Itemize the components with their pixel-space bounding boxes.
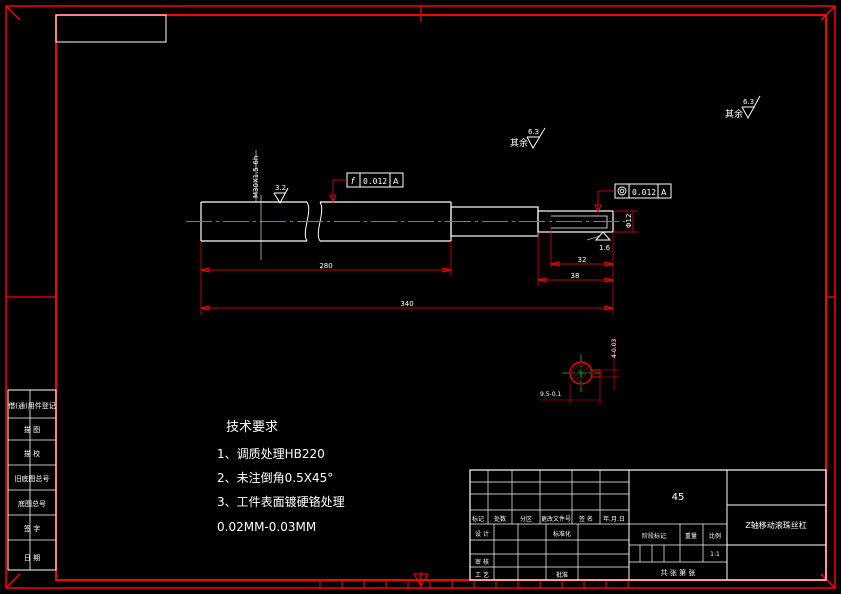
sidebar-item: 日 期 [24,554,40,562]
svg-text:比例: 比例 [709,532,721,540]
svg-text:标记: 标记 [472,515,484,523]
svg-text:6.3: 6.3 [528,128,539,136]
svg-text:6.3: 6.3 [743,98,754,106]
svg-text:1.6: 1.6 [599,244,611,252]
svg-text:A: A [393,177,399,186]
svg-text:分区: 分区 [520,515,532,523]
drawing-code-box [55,14,167,43]
svg-text:标准化: 标准化 [553,530,571,538]
svg-text:共 张 第 张: 共 张 第 张 [661,568,696,577]
svg-text:3.2: 3.2 [275,184,286,192]
sidebar-item: 签 字 [24,524,40,533]
svg-text:9.5-0.1: 9.5-0.1 [540,391,561,398]
svg-text:工 艺: 工 艺 [475,571,489,579]
svg-text:审 核: 审 核 [475,558,489,566]
dim-280: 280 [200,241,452,276]
section-view: 4-0.03 9.5-0.1 [540,338,620,405]
center-marks [6,6,835,588]
tech-req-item: 1、调质处理HB220 [217,447,325,461]
tech-req-item: 0.02MM-0.03MM [217,520,316,534]
title-block: 标记 处数 分区 更改文件号 签 名 年.月.日 设 计 标准化 审 核 工 艺… [469,469,827,581]
sidebar-item: 旧底图总号 [15,474,50,483]
material-value: 45 [672,492,685,503]
shaft-main-view [186,195,625,260]
svg-text:0.012: 0.012 [363,177,387,186]
flatness-tolerance-frame: f 0.012 A [329,172,404,204]
dim-38: 38 [537,232,614,286]
svg-text:更改文件号: 更改文件号 [541,515,571,523]
svg-text:4-0.03: 4-0.03 [611,338,618,358]
sidebar-item: 借(通)用件登记 [8,401,55,410]
svg-text:32: 32 [578,256,587,264]
svg-text:38: 38 [571,272,580,280]
svg-text:Φ12: Φ12 [625,214,633,228]
sidebar-item: 描 图 [24,425,40,434]
roughness-end: 1.6 [586,231,612,252]
svg-text:重量: 重量 [685,532,697,540]
svg-text:批准: 批准 [556,571,568,579]
svg-text:340: 340 [400,300,413,308]
dim-phi12: Φ12 [613,210,638,233]
tech-req-item: 2、未注倒角0.5X45° [217,470,333,485]
svg-text:f: f [351,177,356,187]
tech-req-title: 技术要求 [226,420,278,435]
dim-340: 340 [200,232,614,314]
outer-border [5,5,836,589]
svg-text:签 名: 签 名 [579,515,593,523]
svg-text:阶段标记: 阶段标记 [642,532,666,540]
corner-marks [5,5,836,589]
svg-text:0.012: 0.012 [632,188,656,197]
svg-text:处数: 处数 [494,515,506,523]
technical-requirements: 技术要求 1、调质处理HB220 2、未注倒角0.5X45° 3、工件表面镀硬铬… [217,420,345,534]
svg-text:年.月.日: 年.月.日 [603,515,625,523]
inner-border [55,14,827,581]
rest-roughness-mark-2: 其余 6.3 [725,95,761,120]
part-name: Z轴移动滚珠丝杠 [745,520,806,530]
svg-text:1:1: 1:1 [710,551,720,558]
roughness-shaft: 3.2 [273,184,289,205]
sidebar-item: 底图总号 [18,499,46,508]
svg-text:设 计: 设 计 [475,530,489,538]
tech-req-item: 3、工件表面镀硬铬处理 [217,494,345,509]
coaxiality-tolerance-frame: 0.012 A [594,183,672,214]
svg-text:A: A [661,188,667,197]
rest-roughness-mark-1: 其余 6.3 [510,127,546,150]
svg-text:其余: 其余 [725,108,743,120]
svg-text:其余: 其余 [510,137,528,149]
left-sidebar-table: 借(通)用件登记 描 图 描 校 旧底图总号 底图总号 签 字 日 期 [7,389,57,571]
dim-32: 32 [550,228,614,268]
svg-text:280: 280 [319,262,332,270]
sidebar-item: 描 校 [24,449,40,458]
